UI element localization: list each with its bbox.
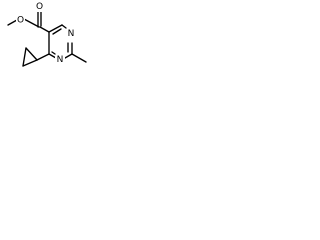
bond-methyl-ester-oxygen: [7, 19, 18, 26]
ester-oxygen-label-background: [16, 15, 25, 25]
ring-bond-c5-c6: [48, 24, 63, 33]
ring-nitrogen-3-label-background: [55, 55, 65, 65]
ring-bond-n3-c4: [48, 53, 57, 59]
cyclopropyl-bond-1: [25, 47, 38, 61]
molecule-drawing: O O N N: [7, 2, 87, 67]
ring-bond-c2-n3: [64, 53, 73, 59]
bond-c2-methyl: [71, 53, 87, 63]
ring-nitrogen-3-label: N: [57, 55, 64, 65]
cyclopropyl-bond-3: [22, 47, 27, 67]
ring-nitrogen-1-label-background: [66, 29, 76, 39]
bond-carbonyl-to-ring: [39, 26, 50, 33]
bond-c4-cyclopropyl: [36, 53, 50, 61]
ring-bond-c6-n1: [61, 24, 67, 29]
ring-inner-double-c5-c6: [52, 28, 62, 35]
ring-inner-double-n3-c4: [51, 51, 56, 55]
bond-ester-oxygen-carbonyl-carbon: [23, 18, 40, 28]
carbonyl-oxygen-label-background: [35, 2, 44, 12]
ring-nitrogen-1-label: N: [68, 29, 75, 39]
cyclopropyl-bond-2: [22, 59, 38, 67]
ester-oxygen-label: O: [17, 16, 24, 26]
carbonyl-oxygen-label: O: [36, 2, 43, 12]
structure-diagram: O O N N: [0, 0, 95, 86]
